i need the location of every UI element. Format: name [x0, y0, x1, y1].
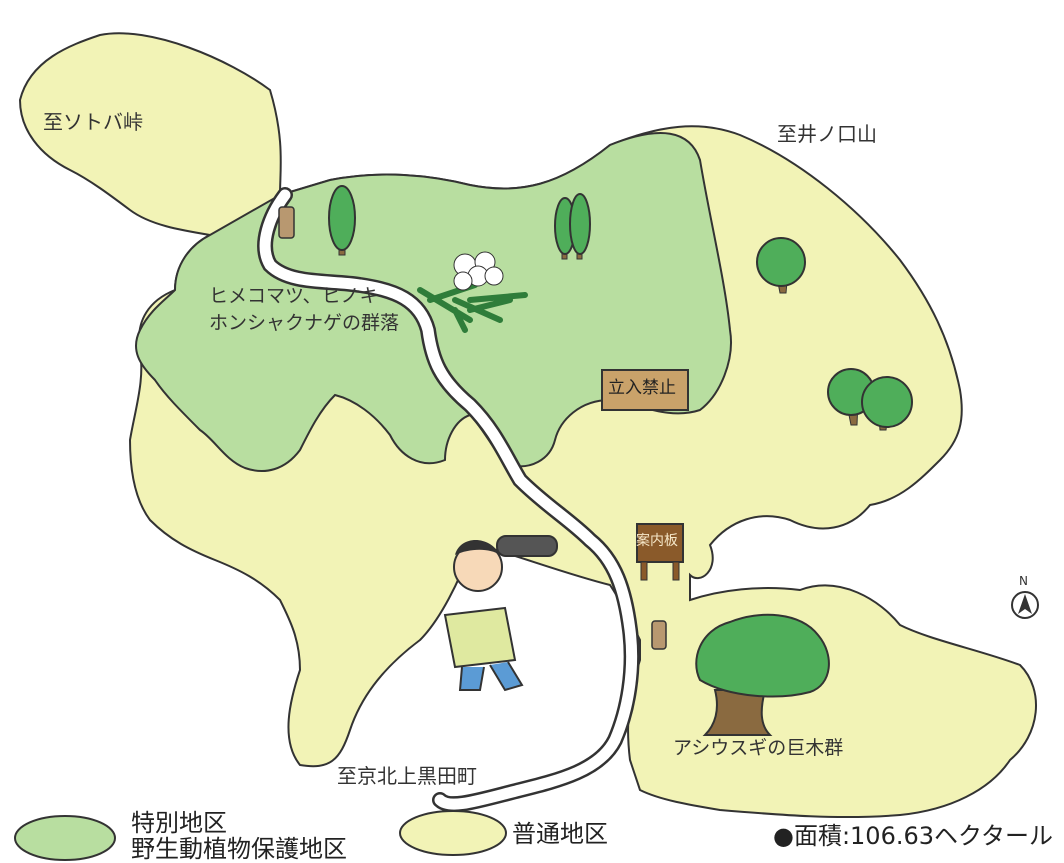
label-to-kyoto: 至京北上黒田町 — [337, 764, 477, 788]
legend-swatch-normal — [399, 810, 507, 856]
legend-normal-line1: 普通地区 — [512, 820, 608, 848]
label-to-inokuchi: 至井ノ口山 — [777, 122, 877, 146]
photographer-character — [443, 535, 558, 692]
compass-icon — [1011, 591, 1039, 619]
trail-post-1 — [278, 206, 295, 239]
area-summary: ●面積:106.63ヘクタール — [773, 822, 1054, 850]
legend-special-line1: 特別地区 — [131, 809, 227, 837]
giant-cedar-tree — [695, 613, 830, 736]
compass-north-label: N — [1019, 574, 1028, 588]
trail-post-2 — [651, 620, 667, 650]
trail-inner — [259, 189, 638, 810]
guide-board-text: 案内板 — [636, 533, 678, 549]
legend-swatch-special — [14, 815, 116, 861]
no-entry-sign-text: 立入禁止 — [608, 378, 676, 398]
broadleaf-tree-1 — [756, 237, 806, 294]
label-giant-trees: アシウスギの巨木群 — [673, 737, 844, 759]
guide-board — [636, 523, 684, 581]
rhododendron-cluster — [417, 251, 528, 333]
label-to-sotoba: 至ソトバ峠 — [43, 110, 143, 134]
conifer-tree-1 — [328, 185, 356, 256]
broadleaf-tree-3 — [861, 376, 913, 431]
no-entry-sign — [601, 369, 689, 411]
label-vegetation-line2: ホンシャクナゲの群落 — [209, 312, 400, 334]
conifer-tree-3 — [569, 193, 591, 260]
label-vegetation-line1: ヒメコマツ、ヒノキ — [209, 285, 379, 307]
legend-special-line2: 野生動植物保護地区 — [131, 835, 347, 863]
